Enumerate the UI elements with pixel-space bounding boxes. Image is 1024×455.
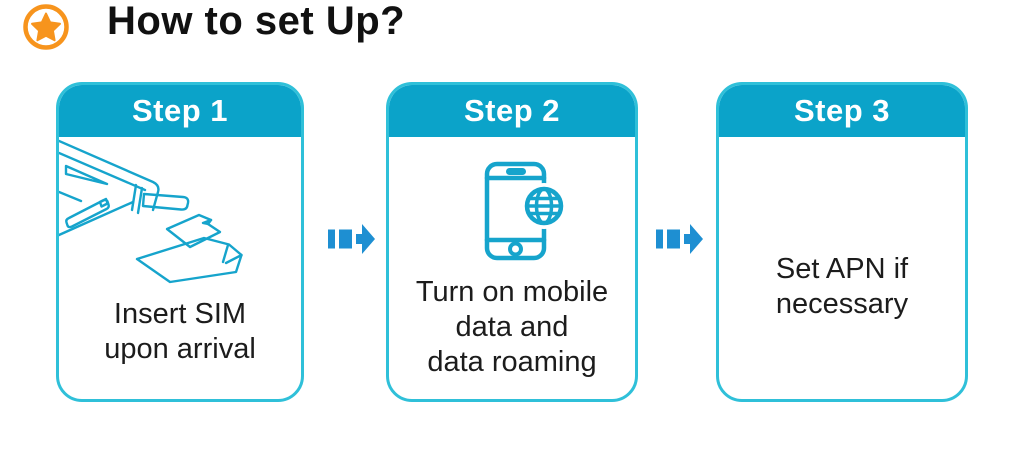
step-3-caption: Set APN if necessary (775, 253, 909, 320)
step-1-caption: Insert SIM upon arrival (104, 298, 256, 365)
page-title: How to set Up? (107, 0, 406, 43)
step-3-label: Step 3 (793, 93, 891, 128)
step-2-caption: Turn on mobile data and data roaming (415, 276, 609, 378)
step-arrow-icon (328, 224, 375, 254)
step-2-label: Step 2 (463, 93, 561, 128)
phone-globe-icon (484, 161, 567, 261)
star-icon (23, 4, 69, 50)
step-arrow-icon (656, 224, 703, 254)
step-2-card: Step 2 Turn on mobile data and data roam… (386, 82, 638, 402)
step-1-header: Step 1 (59, 85, 301, 137)
sim-insertion-illustration (59, 139, 243, 284)
step-3-header: Step 3 (719, 85, 965, 137)
step-3-card: Step 3 Set APN if necessary (716, 82, 968, 402)
step-1-label: Step 1 (131, 93, 229, 128)
step-1-card: Step 1 Insert SIM upon arri (56, 82, 304, 402)
step-2-header: Step 2 (389, 85, 635, 137)
